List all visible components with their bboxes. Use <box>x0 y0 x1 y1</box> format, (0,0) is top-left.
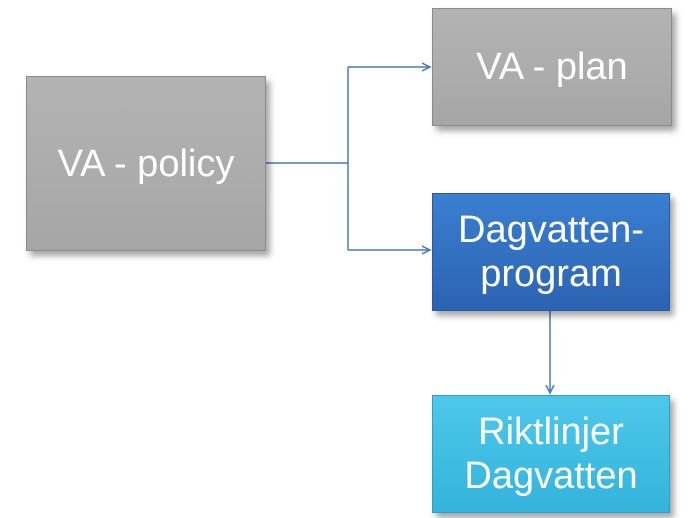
node-va-plan: VA - plan <box>432 8 672 126</box>
node-riktlinjer-dagvatten-label: Riktlinjer Dagvatten <box>464 411 638 497</box>
node-va-policy-label: VA - policy <box>57 142 235 185</box>
node-dagvattenprogram-label: Dagvatten- program <box>458 209 644 295</box>
node-dagvattenprogram: Dagvatten- program <box>432 193 670 311</box>
node-va-policy: VA - policy <box>26 76 266 251</box>
node-riktlinjer-dagvatten: Riktlinjer Dagvatten <box>432 395 670 513</box>
node-va-plan-label: VA - plan <box>476 46 628 88</box>
